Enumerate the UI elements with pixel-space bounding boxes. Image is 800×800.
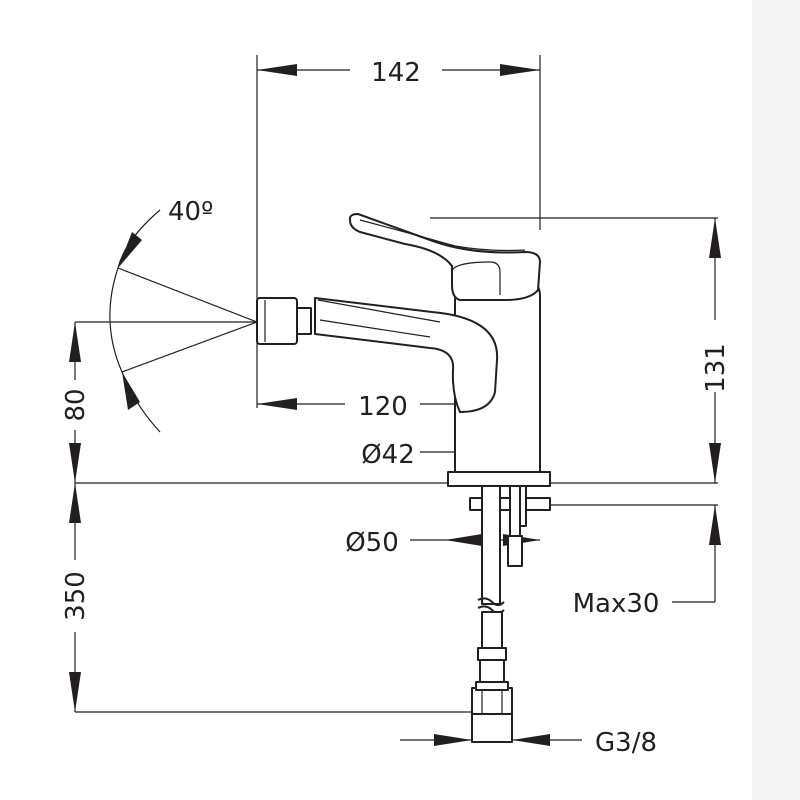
dim-top-width xyxy=(257,64,540,76)
mounting-assembly xyxy=(469,485,551,743)
dim-max-counter-label: Max30 xyxy=(573,589,660,619)
dim-mount-diameter-label: Ø50 xyxy=(345,528,399,558)
dim-thread xyxy=(400,734,582,746)
dim-spout-reach-label: 120 xyxy=(358,392,408,422)
dim-hose-length-label: 350 xyxy=(61,571,91,621)
dim-height xyxy=(709,218,721,483)
dim-spout-height-label: 80 xyxy=(61,388,91,421)
dim-angle xyxy=(109,209,258,433)
dim-spout-height xyxy=(69,322,81,483)
dim-thread-label: G3/8 xyxy=(595,728,657,758)
dim-height-label: 131 xyxy=(701,343,731,393)
extension-lines xyxy=(75,55,718,713)
dim-top-width-label: 142 xyxy=(371,58,421,88)
dim-max-counter xyxy=(672,505,721,603)
dim-hose-length xyxy=(69,483,81,712)
dim-angle-label: 40º xyxy=(168,197,213,227)
page-edge-strip xyxy=(752,0,800,800)
dim-base-diameter-label: Ø42 xyxy=(361,440,415,470)
faucet-body xyxy=(256,213,551,487)
